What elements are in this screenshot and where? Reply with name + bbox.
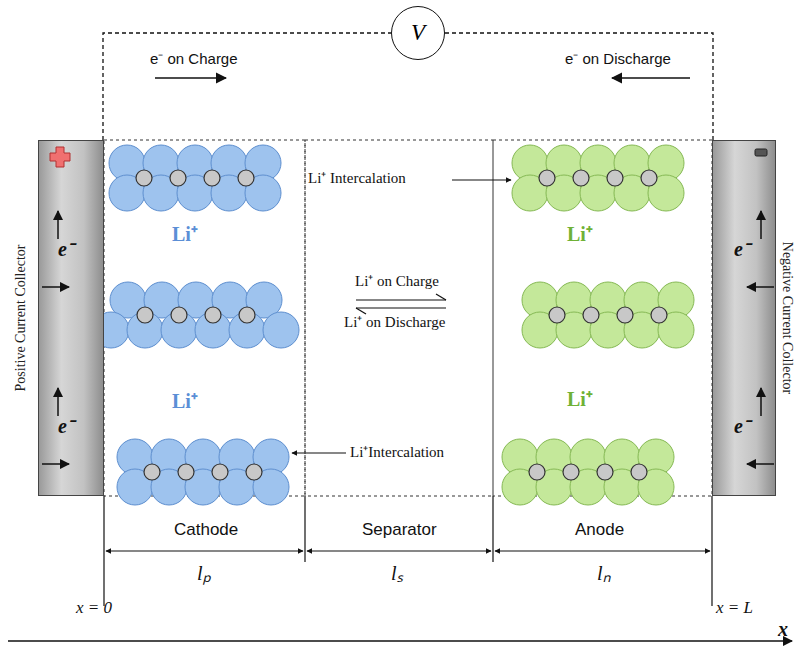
current-collector: Negative Current Collector <box>712 140 776 496</box>
lithium-ion <box>529 464 545 480</box>
region-name: Separator <box>362 520 437 540</box>
region-outlines <box>104 140 712 496</box>
lithium-ion <box>144 464 160 480</box>
lithium-ion <box>239 307 255 323</box>
lithium-ion <box>631 464 647 480</box>
electron-arrow <box>747 463 774 465</box>
ion-label: Li⁺ <box>567 223 593 246</box>
ion-flow-harpoons <box>356 299 446 300</box>
electrode-layers <box>93 145 694 505</box>
flow-label: Li⁺ on Charge <box>355 273 439 290</box>
dimension-lines <box>8 640 792 642</box>
circuit-wire <box>103 33 391 140</box>
electron-label: e⁻ <box>734 238 750 261</box>
lithium-ion <box>137 307 153 323</box>
lithium-ion <box>641 170 657 186</box>
electron-arrow <box>760 388 762 416</box>
lithium-ion <box>212 464 228 480</box>
collector-label: Positive Current Collector <box>13 245 29 392</box>
axis-label: x = L <box>716 598 753 618</box>
lithium-ion <box>539 170 555 186</box>
lithium-ion <box>549 307 565 323</box>
dimension-lines <box>492 496 493 562</box>
lithium-ion <box>178 464 194 480</box>
electron-arrow <box>42 286 69 288</box>
circuit-wire <box>445 33 713 140</box>
ion-flow-harpoons <box>356 294 446 314</box>
lithium-ion <box>171 307 187 323</box>
lithium-ion <box>205 307 221 323</box>
positive-terminal-sign <box>50 147 70 167</box>
lithium-ion <box>246 464 262 480</box>
lithium-ion <box>204 170 220 186</box>
electron-arrow <box>747 286 774 288</box>
flow-label: e⁻ on Discharge <box>565 50 671 67</box>
voltmeter-circle: V <box>391 6 445 60</box>
region-outlines <box>493 140 712 496</box>
ion-label: Li⁺ <box>567 388 593 411</box>
dimension-lines <box>711 496 712 606</box>
node-text: V <box>411 20 425 46</box>
electron-label: e⁻ <box>734 415 750 438</box>
callout-label: Li⁺Intercalation <box>350 444 444 461</box>
electron-arrow <box>42 463 69 465</box>
dimension-label: lₛ <box>391 562 403 585</box>
region-outlines <box>305 140 493 496</box>
ion-flow-harpoons <box>356 308 366 314</box>
current-collector: Positive Current Collector <box>38 140 104 496</box>
dimension-label: lₙ <box>597 562 611 585</box>
dimension-lines <box>304 496 305 562</box>
dimension-label: lₚ <box>197 562 211 585</box>
flow-label: e⁻ on Charge <box>150 50 238 67</box>
electron-arrow <box>760 211 762 239</box>
region-outlines <box>104 140 305 496</box>
dimension-lines <box>103 496 104 606</box>
collector-marks <box>713 141 777 497</box>
axis-label: x <box>778 618 788 641</box>
flow-label: Li⁺ on Discharge <box>344 314 445 331</box>
lithium-ion <box>563 464 579 480</box>
electron-arrow <box>57 388 59 416</box>
ion-flow-harpoons <box>436 294 446 300</box>
dimension-lines <box>106 550 303 551</box>
lithium-ion <box>651 307 667 323</box>
region-name: Cathode <box>174 520 238 540</box>
region-name: Anode <box>575 520 624 540</box>
lithium-ion <box>136 170 152 186</box>
lithium-ion <box>238 170 254 186</box>
electron-arrows <box>155 77 690 79</box>
ion-flow-harpoons <box>356 307 446 308</box>
ion-label: Li⁺ <box>172 223 198 246</box>
negative-terminal-sign <box>755 149 767 156</box>
lithium-ion <box>583 307 599 323</box>
host-atom <box>263 312 299 348</box>
electron-label: e⁻ <box>58 415 74 438</box>
lithium-ion <box>597 464 613 480</box>
collector-marks <box>39 141 105 497</box>
lithium-ion <box>607 170 623 186</box>
lithium-ion <box>573 170 589 186</box>
dimension-lines <box>8 496 792 641</box>
electron-arrow <box>57 211 59 239</box>
callout-label: Li⁺ Intercalation <box>308 170 406 187</box>
collector-label: Negative Current Collector <box>779 242 795 394</box>
intercalation-arrows <box>452 179 511 180</box>
intercalation-arrows <box>292 180 511 453</box>
electron-arrows <box>612 77 690 79</box>
dimension-lines <box>495 550 710 551</box>
dimension-lines <box>307 550 491 551</box>
axis-label: x = 0 <box>76 598 112 618</box>
lithium-ion <box>617 307 633 323</box>
electron-label: e⁻ <box>58 238 74 261</box>
lithium-ion <box>170 170 186 186</box>
electron-arrows <box>155 77 226 79</box>
intercalation-arrows <box>292 452 346 453</box>
ion-label: Li⁺ <box>172 390 198 413</box>
